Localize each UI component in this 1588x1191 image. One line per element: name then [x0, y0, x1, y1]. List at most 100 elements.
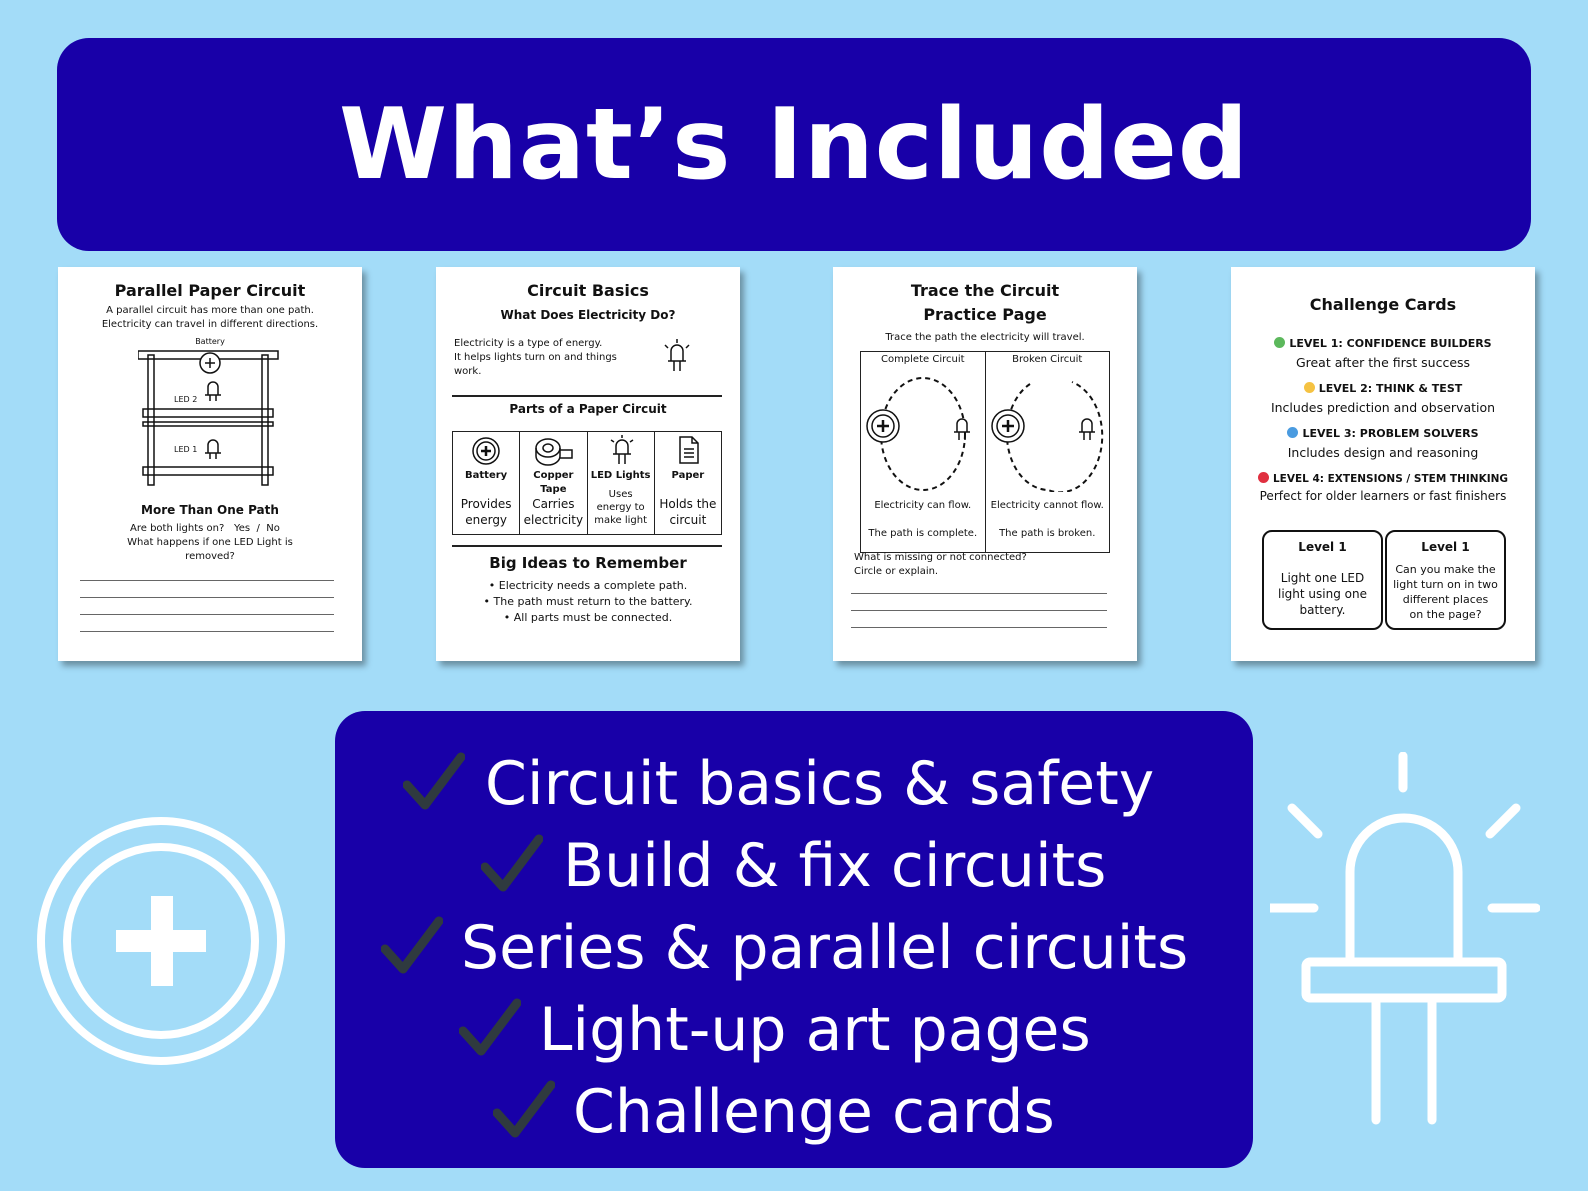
part-desc: Uses [608, 489, 633, 500]
feature-text: Challenge cards [573, 1077, 1055, 1147]
divider [452, 545, 722, 547]
led-icon [664, 339, 690, 371]
card-line: light turn on in two [1393, 578, 1498, 591]
copper-tape-icon [535, 438, 573, 466]
panel-text: The path is complete. [868, 528, 978, 539]
level-heading: LEVEL 1: CONFIDENCE BUILDERS [1231, 337, 1535, 350]
parts-table: Battery Provides energy Copper Tape Carr… [452, 431, 722, 535]
level-title: LEVEL 3: PROBLEM SOLVERS [1302, 427, 1479, 440]
question: removed? [185, 551, 235, 562]
worksheet-title: Trace the Circuit [910, 281, 1060, 300]
panel-text: The path is broken. [999, 528, 1096, 539]
level-dot [1287, 427, 1299, 438]
part-cell: Copper Tape Carries electricity [520, 432, 588, 534]
level-title: LEVEL 1: CONFIDENCE BUILDERS [1289, 337, 1492, 350]
panel-header: Broken Circuit [1012, 354, 1083, 365]
level-desc: Includes design and reasoning [1287, 445, 1479, 460]
part-desc: make light [594, 515, 648, 526]
card-line: on the page? [1409, 608, 1482, 621]
part-desc: electricity [523, 513, 584, 527]
check-icon [481, 834, 543, 892]
intro-line: Electricity can travel in different dire… [101, 319, 319, 330]
level-dot [1274, 337, 1286, 348]
part-desc: Holds the [659, 497, 717, 511]
part-name: LED Lights [590, 470, 651, 481]
led-label: LED 2 [174, 395, 198, 404]
answer-choices: Yes / No [234, 523, 280, 534]
card-title: Level 1 [1421, 540, 1470, 554]
answer-line [80, 614, 334, 615]
answer-line [851, 593, 1107, 594]
level-desc: Includes prediction and observation [1270, 400, 1496, 415]
part-name: Battery [465, 470, 508, 481]
question: Are both lights on? [130, 523, 225, 534]
list-item: Build & fix circuits [335, 825, 1253, 907]
card-line: different places [1402, 593, 1489, 606]
card-line: Can you make the [1395, 563, 1496, 576]
level-dot [1303, 382, 1315, 393]
feature-text: Light-up art pages [539, 995, 1091, 1065]
worksheet-parallel-circuit: Parallel Paper Circuit A parallel circui… [58, 267, 362, 661]
section-title: Parts of a Paper Circuit [509, 402, 667, 416]
list-item: Light-up art pages [335, 989, 1253, 1071]
level-heading: LEVEL 4: EXTENSIONS / STEM THINKING [1231, 472, 1535, 485]
part-desc: Carries [532, 497, 575, 511]
level-desc: Perfect for older learners or fast finis… [1259, 489, 1507, 503]
worksheet-title: Circuit Basics [527, 281, 649, 300]
part-name: Paper [671, 470, 705, 481]
check-icon [493, 1080, 555, 1138]
level-heading: LEVEL 3: PROBLEM SOLVERS [1231, 427, 1535, 440]
section-title: Big Ideas to Remember [489, 554, 687, 572]
worksheet-subtitle: What Does Electricity Do? [500, 308, 676, 322]
panel-text: Electricity cannot flow. [990, 500, 1104, 511]
worksheet-circuit-basics: Circuit Basics What Does Electricity Do?… [436, 267, 740, 661]
part-desc: energy [465, 513, 508, 527]
part-desc: circuit [669, 513, 707, 527]
answer-line [80, 631, 334, 632]
page-title: What’s Included [339, 87, 1249, 202]
intro-line: A parallel circuit has more than one pat… [106, 305, 314, 316]
worksheet-title: Parallel Paper Circuit [114, 281, 306, 300]
battery-label: Battery [195, 337, 225, 346]
feature-text: Circuit basics & safety [485, 749, 1155, 819]
worksheet-title: Challenge Cards [1309, 295, 1457, 314]
intro-line: Electricity is a type of energy. [454, 338, 603, 349]
part-cell: LED Lights Uses energy to make light [588, 432, 655, 534]
instruction: Trace the path the electricity will trav… [885, 332, 1085, 343]
idea-item: • Electricity needs a complete path. [488, 579, 688, 592]
led-bulb-icon [1270, 752, 1540, 1125]
worksheet-title: Practice Page [923, 305, 1047, 324]
question: What is missing or not connected? [854, 552, 1027, 563]
idea-item: • All parts must be connected. [503, 611, 673, 624]
intro-line: work. [454, 366, 482, 377]
level-title: LEVEL 4: EXTENSIONS / STEM THINKING [1272, 473, 1509, 485]
complete-circuit-drawing [866, 377, 970, 491]
feature-text: Build & fix circuits [563, 831, 1107, 901]
led-icon [610, 435, 633, 464]
idea-item: • The path must return to the battery. [483, 595, 693, 608]
part-desc: energy to [596, 502, 645, 513]
list-item: Circuit basics & safety [335, 743, 1253, 825]
check-icon [459, 998, 521, 1056]
part-name: Copper Tape [533, 470, 574, 495]
worksheet-challenge-cards: Challenge Cards LEVEL 1: CONFIDENCE BUIL… [1231, 267, 1535, 661]
card-text: Can you make the light turn on in two di… [1393, 562, 1498, 622]
header-banner: What’s Included [57, 38, 1531, 251]
list-item: Challenge cards [335, 1071, 1253, 1153]
answer-line [851, 627, 1107, 628]
check-icon [381, 916, 443, 974]
panel-header: Complete Circuit [880, 354, 965, 365]
level-desc: Great after the first success [1295, 355, 1471, 370]
level-title: LEVEL 2: THINK & TEST [1318, 382, 1463, 395]
card-line: battery. [1299, 603, 1346, 617]
answer-line [80, 597, 334, 598]
divider [452, 395, 722, 397]
broken-circuit-drawing [990, 381, 1103, 492]
battery-icon [472, 437, 500, 465]
complete-circuit-panel: Complete Circuit Electricity can flow. T… [861, 352, 986, 552]
answer-line [851, 610, 1107, 611]
part-cell: Battery Provides energy [453, 432, 521, 534]
check-icon [403, 752, 465, 810]
level-dot [1257, 472, 1269, 483]
trace-panels: Complete Circuit Electricity can flow. T… [860, 351, 1110, 553]
